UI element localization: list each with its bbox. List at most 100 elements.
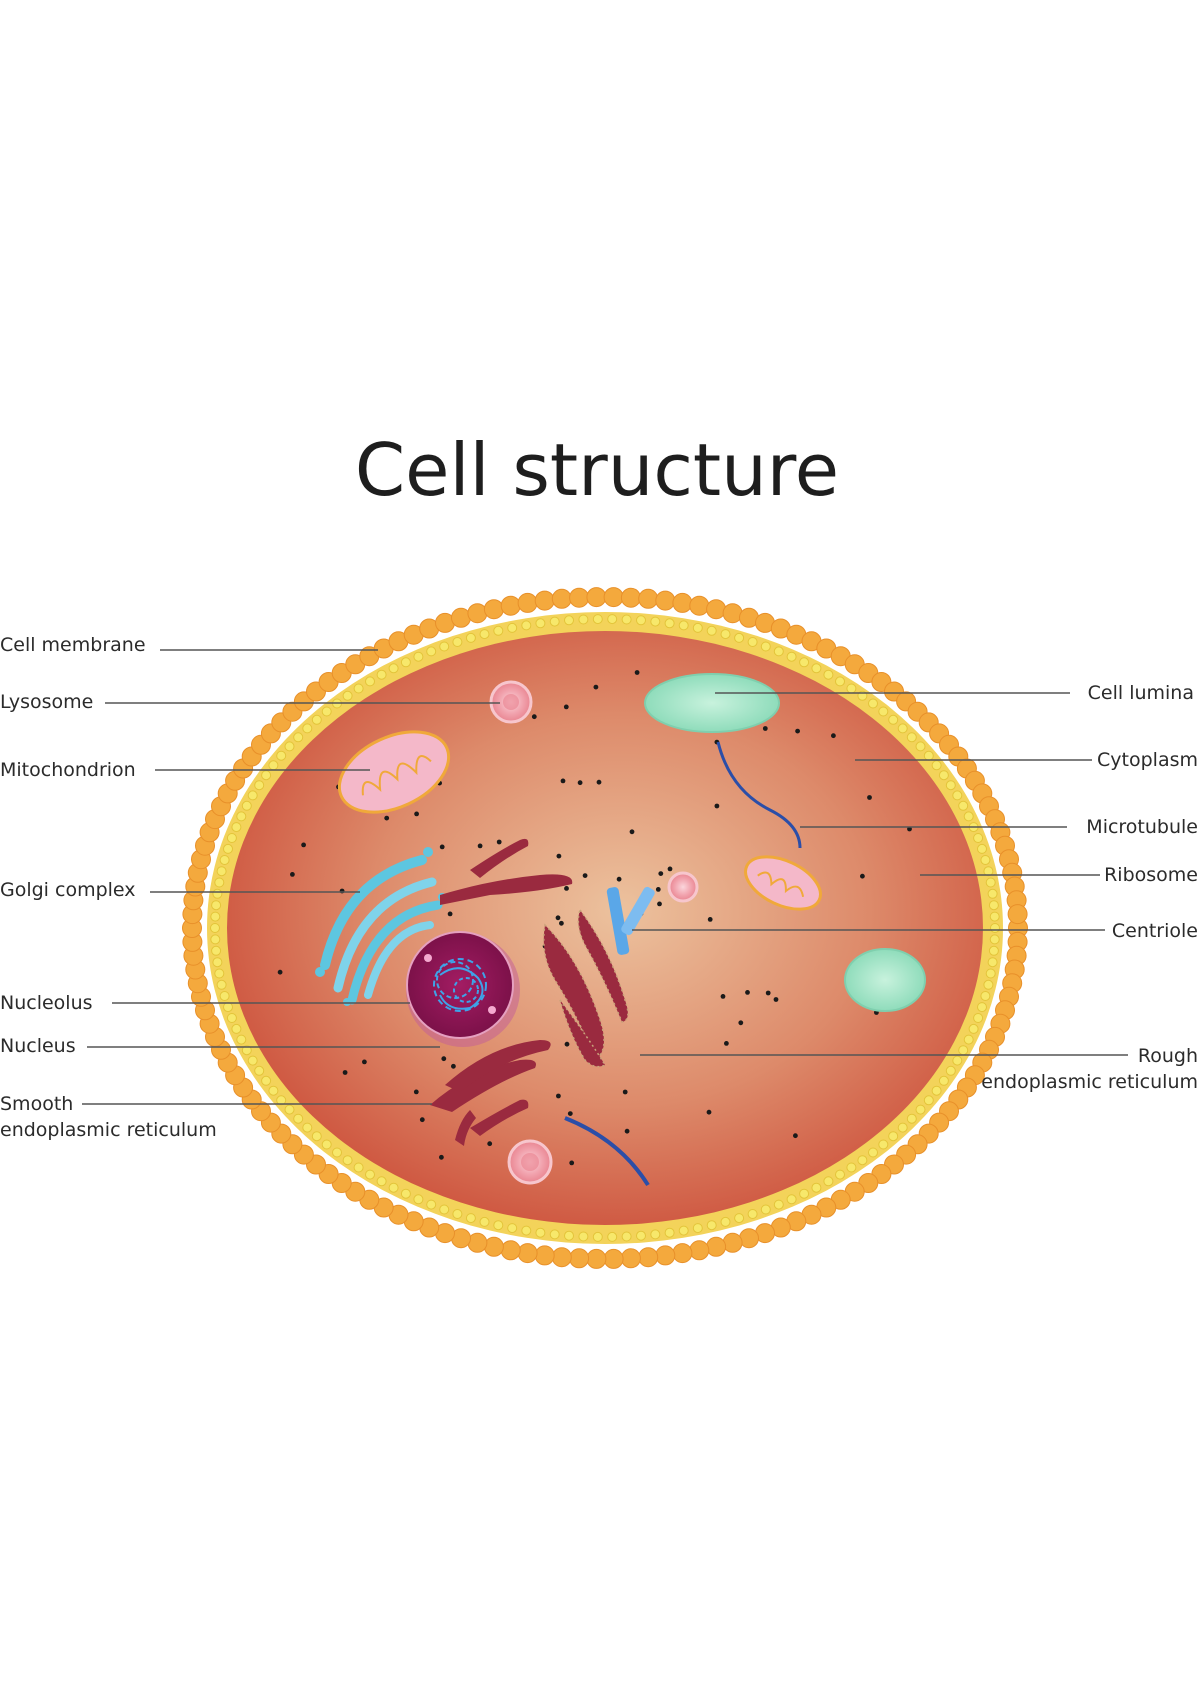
ribosome-dot bbox=[793, 1133, 798, 1139]
membrane-tail bbox=[636, 615, 646, 626]
microtubule-bottom bbox=[564, 1116, 650, 1187]
membrane-head bbox=[638, 1247, 659, 1268]
membrane-tail bbox=[388, 1182, 399, 1193]
membrane-tail bbox=[734, 632, 745, 643]
ribosome-dot bbox=[447, 911, 453, 917]
membrane-tail bbox=[923, 750, 934, 761]
membrane-head bbox=[603, 587, 624, 608]
membrane-tail bbox=[980, 855, 991, 865]
membrane-tail bbox=[439, 1204, 450, 1215]
ribosome-dot bbox=[720, 994, 726, 999]
membrane-tail bbox=[987, 957, 998, 968]
membrane-tail bbox=[607, 614, 618, 625]
leader-lines bbox=[82, 649, 1128, 1105]
membrane-tail bbox=[650, 616, 661, 627]
membrane-tail bbox=[985, 968, 996, 979]
membrane-tail bbox=[636, 1230, 646, 1241]
membrane-tail bbox=[868, 698, 878, 709]
label-nucleolus: Nucleolus bbox=[0, 992, 93, 1014]
membrane-tail bbox=[321, 706, 332, 717]
ribosome-dot bbox=[439, 844, 445, 850]
membrane-head bbox=[603, 1248, 624, 1269]
membrane-tail bbox=[988, 900, 999, 911]
membrane-head bbox=[706, 599, 727, 620]
ribosome-dot bbox=[496, 839, 502, 845]
ribosome-dot bbox=[301, 842, 306, 848]
membrane-tail bbox=[958, 800, 969, 811]
membrane-tail bbox=[747, 1209, 758, 1219]
ribosome-dot bbox=[867, 795, 872, 800]
membrane-tail bbox=[786, 651, 797, 662]
membrane-tail bbox=[664, 618, 675, 629]
membrane-tail bbox=[706, 625, 717, 636]
ribosome-dot bbox=[419, 1117, 425, 1123]
ribosome-dot bbox=[707, 917, 713, 922]
membrane-head bbox=[569, 587, 590, 608]
membrane-tail bbox=[493, 1220, 504, 1231]
membrane-tail bbox=[293, 1113, 304, 1124]
ribosome-dot bbox=[439, 1154, 444, 1160]
membrane-tail bbox=[353, 683, 364, 694]
membrane-tail bbox=[835, 676, 845, 687]
membrane-tail bbox=[958, 1045, 969, 1056]
membrane-tail bbox=[521, 1225, 532, 1236]
ribosome-dot bbox=[738, 1020, 744, 1026]
membrane-tail bbox=[321, 1139, 332, 1150]
membrane-head bbox=[534, 1245, 555, 1266]
membrane-head bbox=[689, 595, 710, 616]
membrane-tail bbox=[311, 1131, 322, 1142]
membrane-tail bbox=[284, 741, 295, 752]
membrane-tail bbox=[212, 957, 223, 968]
membrane-tail bbox=[219, 855, 230, 865]
membrane-head bbox=[551, 588, 572, 609]
label-mitochondrion: Mitochondrion bbox=[0, 759, 136, 781]
lysosome-middle bbox=[667, 871, 699, 903]
centriole bbox=[606, 886, 655, 955]
membrane-tail bbox=[878, 1139, 889, 1150]
membrane-head bbox=[672, 592, 693, 613]
membrane-tail bbox=[915, 1104, 926, 1115]
membrane-tail bbox=[210, 923, 220, 933]
ribosome-dot bbox=[567, 1111, 573, 1116]
label-ribosome: Ribosome bbox=[1104, 864, 1198, 886]
page-title: Cell structure bbox=[355, 428, 839, 512]
membrane-tail bbox=[678, 620, 689, 631]
membrane-tail bbox=[915, 741, 926, 752]
membrane-tail bbox=[963, 1034, 974, 1045]
membrane-head bbox=[569, 1248, 590, 1269]
membrane-head bbox=[722, 1232, 743, 1253]
membrane-tail bbox=[311, 714, 322, 725]
label-nucleus: Nucleus bbox=[0, 1035, 76, 1057]
ribosome-dot bbox=[706, 1109, 712, 1115]
membrane-head bbox=[620, 587, 641, 608]
membrane-tail bbox=[650, 1229, 661, 1240]
membrane-tail bbox=[365, 1169, 375, 1180]
ribosome-dot bbox=[559, 920, 564, 926]
label-smooth-er-line1: Smooth bbox=[0, 1093, 73, 1115]
membrane-head bbox=[483, 599, 504, 620]
membrane-tail bbox=[507, 622, 518, 633]
ribosome-dot bbox=[795, 728, 800, 734]
membrane-head bbox=[655, 590, 676, 611]
membrane-head bbox=[467, 603, 488, 624]
microtubule-top bbox=[716, 741, 802, 849]
membrane-tail bbox=[799, 657, 810, 668]
membrane-tail bbox=[293, 732, 304, 743]
membrane-tail bbox=[276, 1095, 287, 1106]
rough-er bbox=[543, 908, 629, 1068]
membrane-tail bbox=[212, 888, 223, 899]
membrane-tail bbox=[439, 641, 450, 652]
lysosome-bottom bbox=[507, 1139, 553, 1185]
label-cell-membrane: Cell membrane bbox=[0, 634, 146, 656]
label-centriole: Centriole bbox=[1112, 920, 1198, 942]
membrane-tail bbox=[549, 616, 560, 627]
membrane-tail bbox=[210, 911, 221, 922]
ribosome-dot bbox=[624, 1128, 630, 1134]
membrane-tail bbox=[465, 1213, 476, 1224]
label-cytoplasm: Cytoplasm bbox=[1097, 749, 1198, 771]
membrane-tail bbox=[987, 888, 998, 899]
golgi-complex bbox=[315, 847, 446, 1006]
membrane-tail bbox=[786, 1194, 797, 1205]
ribosome-dot bbox=[277, 969, 283, 975]
membrane-tail bbox=[980, 991, 991, 1001]
